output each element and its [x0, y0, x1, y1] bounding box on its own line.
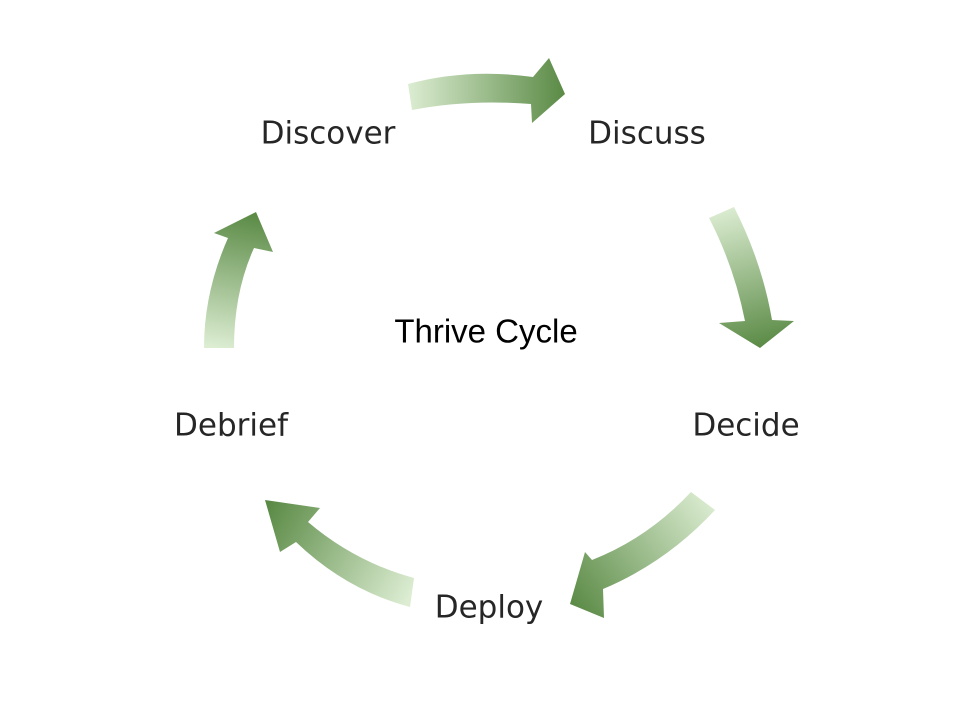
step-label-debrief: Debrief [174, 407, 288, 444]
step-label-discuss: Discuss [588, 115, 706, 152]
arrow-decide-to-deploy [570, 492, 715, 618]
arrow-discover-to-discuss [408, 58, 565, 123]
step-label-discover: Discover [260, 115, 396, 152]
step-label-decide: Decide [692, 407, 800, 444]
step-label-deploy: Deploy [434, 589, 544, 626]
arrow-debrief-to-discover [204, 212, 273, 348]
arrow-deploy-to-debrief [265, 500, 414, 607]
arrow-discuss-to-decide [709, 207, 794, 348]
diagram-title: Thrive Cycle [394, 312, 578, 350]
